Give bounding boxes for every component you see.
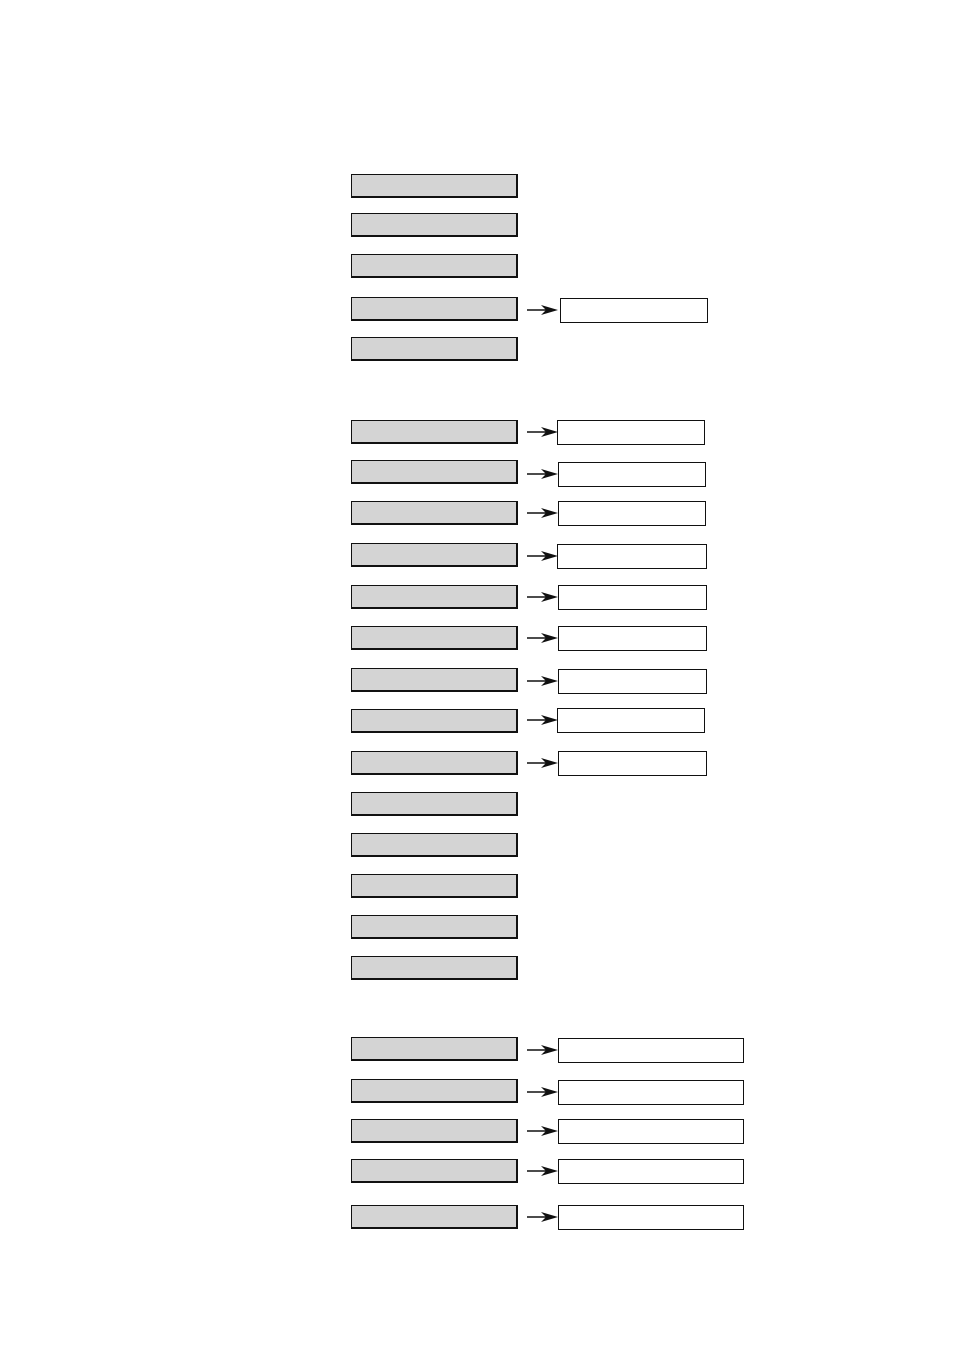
menu-item-box	[351, 1205, 518, 1229]
arrow-right-icon	[527, 1045, 558, 1055]
menu-item-box	[351, 915, 518, 939]
value-box	[558, 626, 707, 651]
arrow-right-icon	[527, 758, 558, 768]
menu-item-box	[351, 585, 518, 609]
arrow-right-icon	[527, 427, 558, 437]
menu-item-box	[351, 460, 518, 484]
menu-item-box	[351, 174, 518, 198]
arrow-right-icon	[527, 592, 558, 602]
menu-item-box	[351, 626, 518, 650]
menu-item-box	[351, 501, 518, 525]
menu-item-box	[351, 254, 518, 278]
arrow-right-icon	[527, 1212, 558, 1222]
menu-item-box	[351, 1037, 518, 1061]
arrow-right-icon	[527, 633, 558, 643]
value-box	[558, 1119, 744, 1144]
menu-item-box	[351, 297, 518, 321]
menu-item-box	[351, 956, 518, 980]
menu-item-box	[351, 874, 518, 898]
menu-item-box	[351, 668, 518, 692]
menu-item-box	[351, 1159, 518, 1183]
value-box	[557, 544, 707, 569]
value-box	[558, 1159, 744, 1184]
menu-item-box	[351, 1119, 518, 1143]
menu-item-box	[351, 751, 518, 775]
menu-item-box	[351, 420, 518, 444]
value-box	[557, 708, 705, 733]
value-box	[558, 585, 707, 610]
menu-item-box	[351, 1079, 518, 1103]
value-box	[558, 1038, 744, 1063]
arrow-right-icon	[527, 1166, 558, 1176]
value-box	[558, 501, 706, 526]
arrow-right-icon	[527, 469, 558, 479]
arrow-right-icon	[527, 305, 558, 315]
value-box	[558, 751, 707, 776]
arrow-right-icon	[527, 715, 558, 725]
arrow-right-icon	[527, 508, 558, 518]
value-box	[560, 298, 708, 323]
menu-item-box	[351, 792, 518, 816]
arrow-right-icon	[527, 1126, 558, 1136]
value-box	[558, 462, 706, 487]
menu-item-box	[351, 213, 518, 237]
arrow-right-icon	[527, 1087, 558, 1097]
menu-item-box	[351, 337, 518, 361]
menu-item-box	[351, 833, 518, 857]
value-box	[558, 669, 707, 694]
value-box	[558, 1080, 744, 1105]
value-box	[558, 1205, 744, 1230]
menu-item-box	[351, 709, 518, 733]
arrow-right-icon	[527, 676, 558, 686]
arrow-right-icon	[527, 551, 558, 561]
menu-item-box	[351, 543, 518, 567]
value-box	[557, 420, 705, 445]
